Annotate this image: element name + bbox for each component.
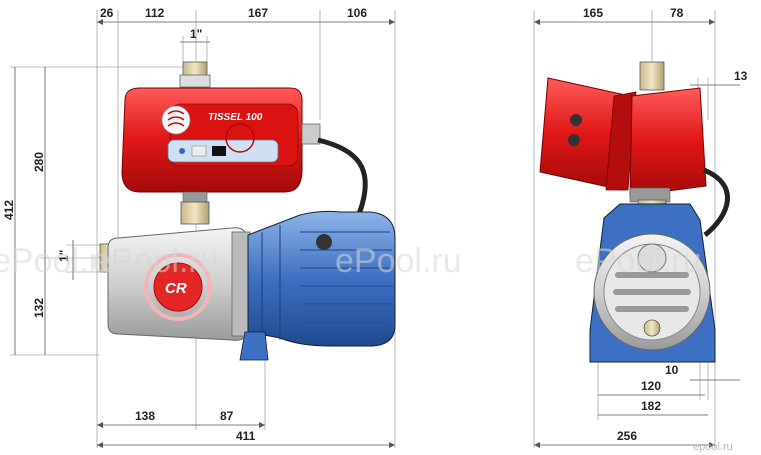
front-bottom-dimension-lines [534,362,740,448]
motor [239,210,396,361]
side-view: 26 112 167 106 1" 412 280 132 1" [2,6,396,448]
pressure-controller: TISSEL 100 [121,87,321,193]
bottom-dimension-lines [97,360,395,448]
dim-front-13: 13 [734,69,748,83]
cable-entry [316,234,332,250]
pump-logo: CR [165,280,187,297]
dim-side-106: 106 [347,6,367,20]
watermark-2: ePool.ru [92,242,219,280]
watermark-1: ePool.ru [0,242,119,280]
cable-gland [301,123,321,145]
dim-bottom-411: 411 [236,429,256,443]
dim-left-upper: 280 [32,152,46,172]
controller-logo-icon [161,105,191,135]
thread-dimension-top [180,36,210,62]
pump-body: CR [107,227,251,341]
dim-front-165: 165 [583,6,603,20]
front-controller [539,77,707,203]
dim-side-112: 112 [145,6,165,20]
watermark-3: ePool.ru [335,242,462,280]
dim-bottom-87: 87 [220,409,234,423]
dim-front-182: 182 [641,399,661,413]
dim-front-120: 120 [641,379,661,393]
dim-front-256: 256 [617,429,637,443]
watermark-4: ePool.ru [575,242,702,280]
dim-thread-side: 1" [57,250,71,262]
pump-logo-badge [153,262,203,312]
front-top-fitting [639,61,665,91]
dim-left-total: 412 [2,200,16,220]
dim-left-lower: 132 [32,298,46,318]
dim-front-10: 10 [665,363,679,377]
dim-front-78: 78 [670,6,684,20]
middle-fitting [180,201,210,225]
front-cable [702,167,730,237]
left-dimension-lines [10,66,190,356]
top-nut [179,74,211,88]
dim-thread-top: 1" [190,27,202,41]
front-view: 165 78 13 [533,6,748,448]
controller-brand: TISSEL 100 [208,112,263,123]
corner-mark: epool.ru [693,441,733,453]
dim-bottom-138: 138 [135,409,155,423]
front-pump-body [589,203,716,363]
dim-side-26: 26 [100,6,114,20]
dim-side-167: 167 [248,6,268,20]
motor-foot [239,331,269,361]
